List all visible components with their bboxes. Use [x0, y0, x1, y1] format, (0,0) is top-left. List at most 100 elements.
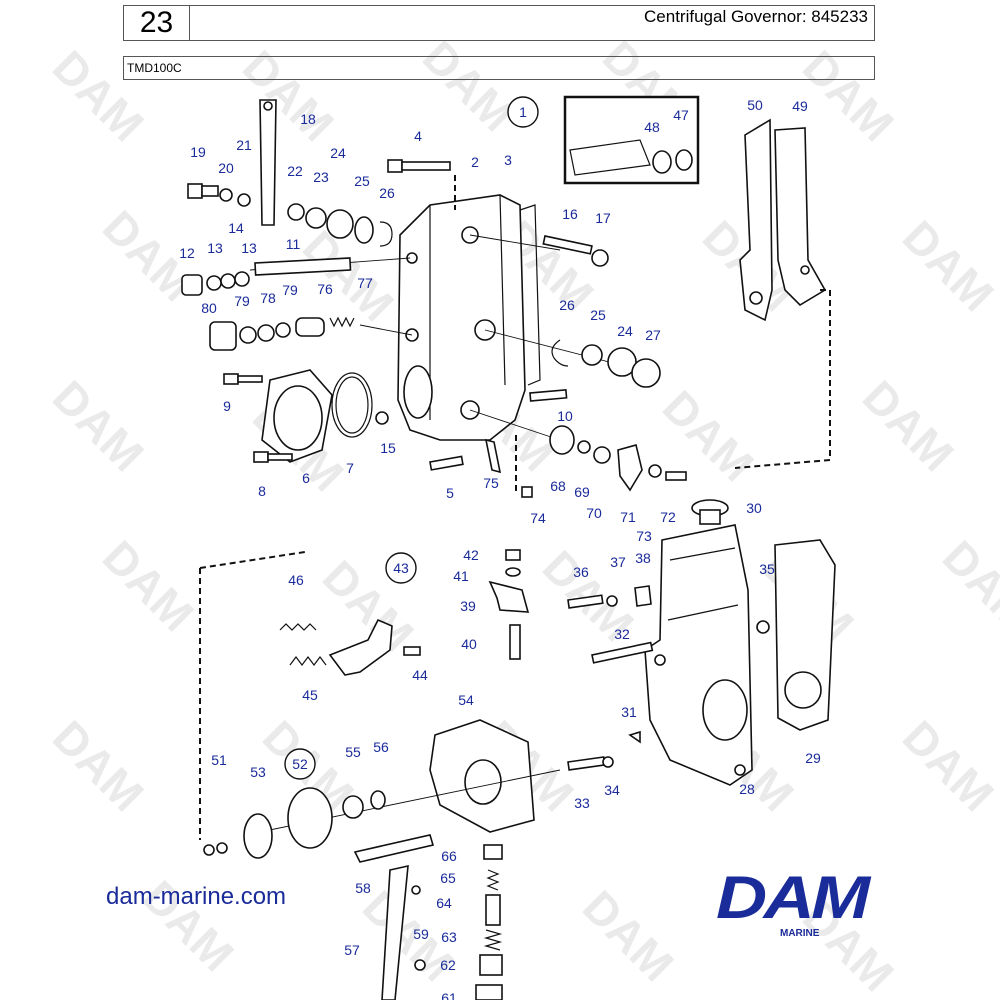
callout-label-73: 73 [636, 528, 652, 544]
callout-label-11: 11 [286, 236, 301, 252]
callout-label-15: 15 [380, 440, 396, 456]
callout-label-18: 18 [300, 111, 316, 127]
callout-label-32: 32 [614, 626, 630, 642]
callout-label-46: 46 [288, 572, 304, 588]
callout-label-59: 59 [413, 926, 429, 942]
callout-label-79a: 79 [234, 293, 250, 309]
callout-label-56: 56 [373, 739, 389, 755]
callout-label-70: 70 [586, 505, 602, 521]
governor-housing-top [397, 194, 541, 441]
callout-label-55: 55 [345, 744, 361, 760]
watermark-text: DAM [573, 880, 684, 991]
callout-label-26a: 26 [379, 185, 395, 201]
callout-circle-52 [284, 748, 316, 780]
callout-label-13a: 13 [207, 240, 223, 256]
callout-label-43: 43 [393, 560, 409, 576]
callout-label-34: 34 [604, 782, 620, 798]
callout-label-74: 74 [530, 510, 546, 526]
callout-label-79b: 79 [282, 282, 298, 298]
callout-label-19: 19 [190, 144, 206, 160]
watermark-text: DAM [413, 30, 524, 141]
callout-label-45: 45 [302, 687, 318, 703]
callout-label-24b: 24 [617, 323, 633, 339]
callout-label-80: 80 [201, 300, 217, 316]
callout-label-25a: 25 [354, 173, 370, 189]
website-link[interactable]: dam-marine.com [106, 883, 287, 910]
callout-label-13b: 13 [241, 240, 257, 256]
watermark-text: DAM [293, 220, 404, 331]
callout-label-63: 63 [441, 929, 457, 945]
callout-label-69: 69 [574, 484, 590, 500]
callout-label-20: 20 [218, 160, 234, 176]
callout-label-64: 64 [436, 895, 452, 911]
callout-label-44: 44 [412, 667, 428, 683]
callout-label-52: 52 [292, 756, 308, 772]
watermark-text: DAM [93, 530, 204, 641]
header-title-row: 23 Centrifugal Governor: 845233 [123, 5, 875, 41]
callout-label-2: 2 [471, 154, 479, 170]
callout-label-36: 36 [573, 564, 589, 580]
callout-label-39: 39 [460, 598, 476, 614]
callout-label-42: 42 [463, 547, 479, 563]
lever-18 [259, 99, 277, 226]
callout-label-14: 14 [228, 220, 244, 236]
callout-label-40: 40 [461, 636, 477, 652]
callout-label-49: 49 [792, 98, 808, 114]
dam-logo: DAM MARINE [716, 868, 896, 940]
callout-label-26b: 26 [559, 297, 575, 313]
callout-label-41: 41 [453, 568, 469, 584]
callout-label-68: 68 [550, 478, 566, 494]
callout-label-27: 27 [645, 327, 661, 343]
callout-label-12: 12 [179, 245, 195, 261]
watermark-text: DAM [893, 210, 1000, 321]
model-row: TMD100C [123, 56, 875, 80]
logo-text: DAM [716, 864, 870, 931]
callout-label-50: 50 [747, 97, 763, 113]
watermark-text: DAM [933, 530, 1000, 641]
callout-label-65: 65 [440, 870, 456, 886]
callout-label-57: 57 [344, 942, 360, 958]
callout-label-23: 23 [313, 169, 329, 185]
callout-label-1: 1 [519, 104, 527, 120]
callout-label-75: 75 [483, 475, 499, 491]
callout-label-35: 35 [759, 561, 775, 577]
callout-label-53: 53 [250, 764, 266, 780]
callout-label-66: 66 [441, 848, 457, 864]
callout-label-21: 21 [236, 137, 252, 153]
watermark-text: DAM [853, 370, 964, 481]
callout-label-58: 58 [355, 880, 371, 896]
callout-label-47: 47 [673, 107, 689, 123]
callout-label-37: 37 [610, 554, 626, 570]
callout-label-54: 54 [458, 692, 474, 708]
watermark-text: DAM [43, 370, 154, 481]
callout-label-33: 33 [574, 795, 590, 811]
callout-label-24a: 24 [330, 145, 346, 161]
callout-label-77: 77 [357, 275, 373, 291]
callout-circle-43 [385, 552, 417, 584]
page-number: 23 [124, 6, 190, 40]
callout-label-38: 38 [635, 550, 651, 566]
inset-box [563, 95, 700, 185]
callout-label-7: 7 [346, 460, 354, 476]
callout-label-61: 61 [441, 990, 457, 1000]
callout-label-9: 9 [223, 398, 231, 414]
callout-label-72: 72 [660, 509, 676, 525]
callout-label-51: 51 [211, 752, 227, 768]
callout-label-29: 29 [805, 750, 821, 766]
callout-label-76: 76 [317, 281, 333, 297]
watermark-text: DAM [893, 710, 1000, 821]
governor-housing-lower [644, 524, 753, 786]
callout-label-10: 10 [557, 408, 573, 424]
callout-label-6: 6 [302, 470, 310, 486]
callout-label-8: 8 [258, 483, 266, 499]
callout-label-4: 4 [414, 128, 422, 144]
watermark-text: DAM [43, 710, 154, 821]
callout-label-16: 16 [562, 206, 578, 222]
callout-label-31: 31 [621, 704, 637, 720]
callout-label-71: 71 [620, 509, 636, 525]
callout-label-48: 48 [644, 119, 660, 135]
callout-label-25b: 25 [590, 307, 606, 323]
linkage-49-50 [739, 118, 827, 322]
